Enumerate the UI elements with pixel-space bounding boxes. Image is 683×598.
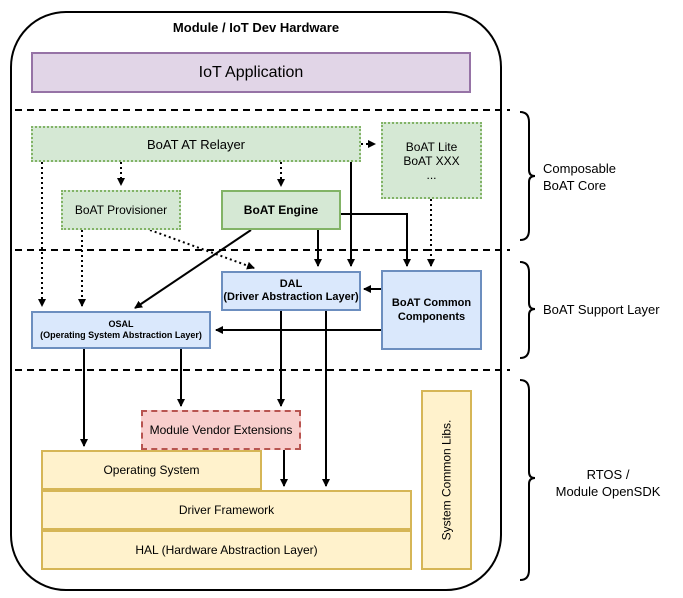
- provisioner-label: BoAT Provisioner: [74, 203, 168, 217]
- core-brace: [519, 111, 536, 241]
- iot-application-box: IoT Application: [31, 52, 471, 93]
- iot-application-label: IoT Application: [198, 63, 304, 81]
- hal-label: HAL (Hardware Abstraction Layer): [135, 543, 318, 557]
- rtos-layer-line1: RTOS /: [586, 467, 630, 482]
- vendor-extensions-label: Module Vendor Extensions: [149, 423, 293, 437]
- dal-label: DAL: [279, 278, 303, 290]
- driver-framework-label: Driver Framework: [178, 503, 275, 517]
- module-title: Module / IoT Dev Hardware: [172, 20, 340, 35]
- provisioner-box: BoAT Provisioner: [61, 190, 181, 230]
- driver-framework-box: Driver Framework: [41, 490, 412, 530]
- boat-lite-label: BoAT Lite: [405, 139, 458, 154]
- arrow-provisioner-to-dal: [149, 229, 255, 270]
- core-layer-line1: Composable: [543, 161, 616, 176]
- osal-box: OSAL (Operating System Abstraction Layer…: [31, 311, 211, 349]
- vendor-extensions-box: Module Vendor Extensions: [141, 410, 301, 450]
- boat-lite-box: BoAT Lite BoAT XXX ...: [381, 122, 482, 199]
- support-brace: [519, 261, 536, 359]
- support-layer-label: BoAT Support Layer: [543, 302, 660, 317]
- arrow-engine-to-common: [341, 213, 411, 267]
- dal-subtitle: (Driver Abstraction Layer): [223, 291, 359, 303]
- rtos-layer-label: RTOS / Module OpenSDK: [543, 466, 673, 500]
- common-components-box: BoAT Common Components: [381, 270, 482, 350]
- at-relayer-box: BoAT AT Relayer: [31, 126, 361, 162]
- boat-ellipsis-label: ...: [426, 167, 437, 182]
- osal-subtitle: (Operating System Abstraction Layer): [40, 330, 202, 340]
- arrow-engine-to-osal: [134, 229, 252, 309]
- core-layer-label: Composable BoAT Core: [543, 160, 616, 194]
- system-common-libs-box: System Common Libs.: [421, 390, 472, 570]
- dal-box: DAL (Driver Abstraction Layer): [221, 271, 361, 311]
- rtos-brace: [519, 379, 536, 581]
- at-relayer-label: BoAT AT Relayer: [146, 136, 246, 152]
- system-common-libs-label: System Common Libs.: [439, 419, 454, 541]
- engine-box: BoAT Engine: [221, 190, 341, 230]
- rtos-layer-line2: Module OpenSDK: [555, 484, 661, 499]
- common-label-line2: Components: [397, 311, 466, 323]
- hal-box: HAL (Hardware Abstraction Layer): [41, 530, 412, 570]
- boat-xxx-label: BoAT XXX: [403, 153, 460, 168]
- osal-label: OSAL: [108, 319, 134, 329]
- engine-label: BoAT Engine: [243, 203, 319, 217]
- operating-system-label: Operating System: [103, 463, 200, 477]
- operating-system-box: Operating System: [41, 450, 262, 490]
- common-label-line1: BoAT Common: [391, 297, 472, 309]
- core-layer-line2: BoAT Core: [543, 178, 607, 193]
